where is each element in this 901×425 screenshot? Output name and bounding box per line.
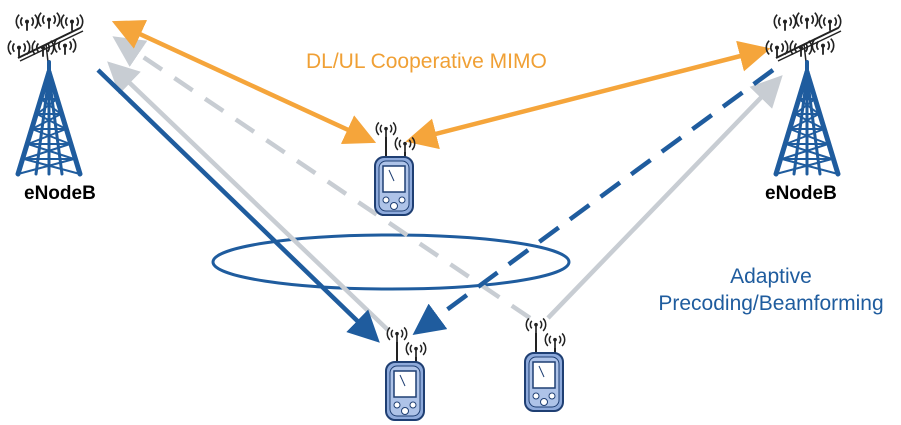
adaptive-precoding-label: Adaptive Precoding/Beamforming bbox=[640, 263, 901, 317]
adaptive-label-line2: Precoding/Beamforming bbox=[658, 292, 884, 315]
comp-label: DL/UL Cooperative MIMO bbox=[306, 50, 547, 73]
cooperation-ellipse bbox=[211, 233, 571, 291]
gray-dashed-link-right-ue-to-left-enb bbox=[112, 36, 532, 320]
handset-icon bbox=[525, 318, 565, 411]
handset-icon bbox=[386, 327, 426, 420]
gray-link-center-ue-to-left-enb bbox=[107, 61, 390, 332]
enodeb-left-label: eNodeB bbox=[24, 183, 96, 204]
enodeb-right-label: eNodeB bbox=[765, 183, 837, 204]
adaptive-label-line1: Adaptive bbox=[730, 265, 812, 288]
handset-icon bbox=[375, 122, 415, 215]
blue-link-left-enb-to-center-ue bbox=[96, 68, 380, 343]
comp-arrow-left bbox=[111, 20, 377, 144]
comp-arrow-right bbox=[405, 40, 771, 150]
cell-tower-icon bbox=[8, 13, 83, 174]
cell-tower-icon bbox=[766, 13, 841, 174]
